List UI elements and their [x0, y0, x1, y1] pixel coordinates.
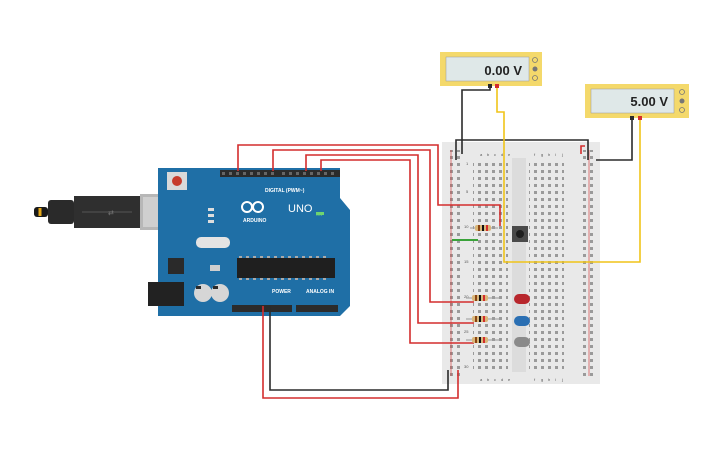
v-terminal[interactable] — [638, 116, 642, 120]
wire-rail-gnd[interactable] — [455, 139, 589, 160]
wire-gnd[interactable] — [269, 306, 449, 391]
wire-led-blue[interactable] — [305, 154, 474, 324]
led-blue[interactable] — [514, 316, 530, 326]
row-label: 5 — [466, 189, 469, 194]
atmega-chip — [237, 258, 335, 278]
push-button[interactable] — [512, 226, 528, 242]
col-label: a — [480, 377, 483, 382]
resistor-led-blue[interactable] — [466, 316, 500, 322]
analog-header — [296, 305, 338, 312]
arduino-logo-icon — [241, 201, 264, 213]
wire-led-gray[interactable] — [320, 159, 474, 344]
com-terminal[interactable] — [630, 116, 634, 120]
col-label: e — [508, 152, 511, 157]
crystal — [196, 237, 230, 248]
multimeter-1-reading: 0.00 V — [484, 63, 522, 78]
resistor-button[interactable] — [470, 225, 498, 231]
wire-meter-probes[interactable] — [496, 84, 641, 263]
resistor-led-gray[interactable] — [466, 337, 500, 343]
col-label: a — [480, 152, 483, 157]
col-label: i — [555, 152, 556, 157]
mode-knob-icon[interactable] — [532, 57, 538, 63]
l-led — [208, 208, 214, 211]
col-label: i — [555, 377, 556, 382]
col-label: b — [487, 152, 490, 157]
digital-header-label: DIGITAL (PWM~) — [265, 188, 305, 194]
svg-text:⇄: ⇄ — [108, 209, 114, 217]
row-label: 1 — [466, 161, 469, 166]
multimeter-2[interactable]: 5.00 V — [585, 84, 689, 120]
multimeter-1[interactable]: 0.00 V — [440, 52, 542, 88]
row-label: 20 — [464, 294, 469, 299]
col-label: j — [561, 152, 563, 157]
rx-led — [208, 220, 214, 223]
yellow-wires[interactable] — [496, 84, 641, 263]
multimeter-2-reading: 5.00 V — [630, 94, 668, 109]
power-rail-right — [579, 150, 593, 376]
row-label: 30 — [464, 364, 469, 369]
red-wires[interactable] — [237, 144, 501, 399]
arduino-uno-board[interactable]: DIGITAL (PWM~) ARDUINO UNO ON — [148, 168, 350, 316]
col-label: b — [487, 377, 490, 382]
col-label: f — [534, 377, 536, 382]
col-label: c — [494, 152, 496, 157]
mode-knob-icon[interactable] — [679, 89, 685, 95]
breadboard[interactable]: a b c d e f g h i j a b c d e f g h i j … — [442, 142, 600, 384]
power-led — [316, 212, 324, 215]
power-header-label: POWER — [272, 289, 291, 295]
wire-button[interactable] — [237, 144, 501, 226]
wire-rail-5v[interactable] — [580, 145, 585, 154]
row-label: 15 — [464, 259, 469, 264]
wire-5v[interactable] — [262, 306, 459, 399]
terminal-strip-left — [473, 160, 508, 370]
wire-led-red[interactable] — [272, 149, 474, 303]
col-label: c — [494, 377, 496, 382]
mode-knob-icon[interactable] — [679, 98, 685, 104]
col-label: f — [534, 152, 536, 157]
col-label: h — [548, 152, 550, 157]
mode-knob-icon[interactable] — [679, 107, 685, 113]
power-rail-left — [448, 150, 462, 376]
col-label: d — [501, 152, 503, 157]
mode-knob-icon[interactable] — [532, 75, 538, 81]
resistor-led-red[interactable] — [466, 295, 500, 301]
power-header — [232, 305, 292, 312]
col-label: h — [548, 377, 550, 382]
col-label: g — [541, 377, 543, 382]
com-terminal[interactable] — [488, 84, 492, 88]
usb-cable: ⇄ — [34, 194, 168, 230]
mode-knob-icon[interactable] — [532, 66, 538, 72]
tx-led — [208, 214, 214, 217]
terminal-strip-right — [529, 160, 564, 370]
led-red[interactable] — [514, 294, 530, 304]
red-probe-wires[interactable] — [580, 145, 585, 154]
col-label: e — [508, 377, 511, 382]
power-jack — [148, 282, 184, 306]
col-label: j — [561, 377, 563, 382]
model-label: UNO — [288, 203, 313, 215]
col-label: d — [501, 377, 503, 382]
row-label: 10 — [464, 224, 469, 229]
digital-header — [220, 170, 340, 177]
col-label: g — [541, 152, 543, 157]
wire-meter2-com[interactable] — [596, 112, 633, 161]
brand-label: ARDUINO — [243, 218, 266, 224]
v-terminal[interactable] — [495, 84, 499, 88]
voltage-regulator — [168, 258, 184, 274]
led-gray[interactable] — [514, 337, 530, 347]
row-label: 25 — [464, 329, 469, 334]
analog-header-label: ANALOG IN — [306, 289, 334, 295]
